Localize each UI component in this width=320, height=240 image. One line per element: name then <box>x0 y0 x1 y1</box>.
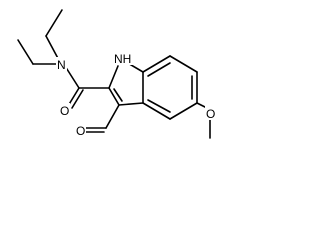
bond-c2-n1 <box>108 65 119 89</box>
atom-label-methoxy-o: O <box>206 107 215 121</box>
atom-label-amide-n: N <box>57 58 66 72</box>
bond-c7a-c7-double <box>147 62 171 77</box>
bond-c4-c3a <box>142 102 171 120</box>
bond-c2-c3 <box>108 87 120 106</box>
bond-c7a-c7 <box>142 55 171 73</box>
bond-c4-c3a-double <box>147 99 171 113</box>
bond-c5-c4 <box>169 102 198 120</box>
bond-c7-c6 <box>169 55 198 73</box>
bond-c3-c3a <box>118 102 144 106</box>
bond-c2-c3-double <box>113 88 123 102</box>
bond-ethyl2-ch2-ch3 <box>17 39 34 65</box>
bond-n-carbonyl-c <box>64 65 80 89</box>
atom-label-indole-nh: NH <box>114 52 131 66</box>
structure-canvas: N O NH O O <box>0 0 234 148</box>
atom-label-amide-o: O <box>60 104 69 118</box>
bond-carbonyl-c-o-inner <box>71 89 84 109</box>
molecule-diagram: N O NH O O <box>17 9 216 139</box>
atom-label-formyl-o: O <box>76 124 85 138</box>
bond-ethyl1-ch2-ch3 <box>45 9 63 37</box>
bond-c3-cho-c <box>105 104 120 129</box>
